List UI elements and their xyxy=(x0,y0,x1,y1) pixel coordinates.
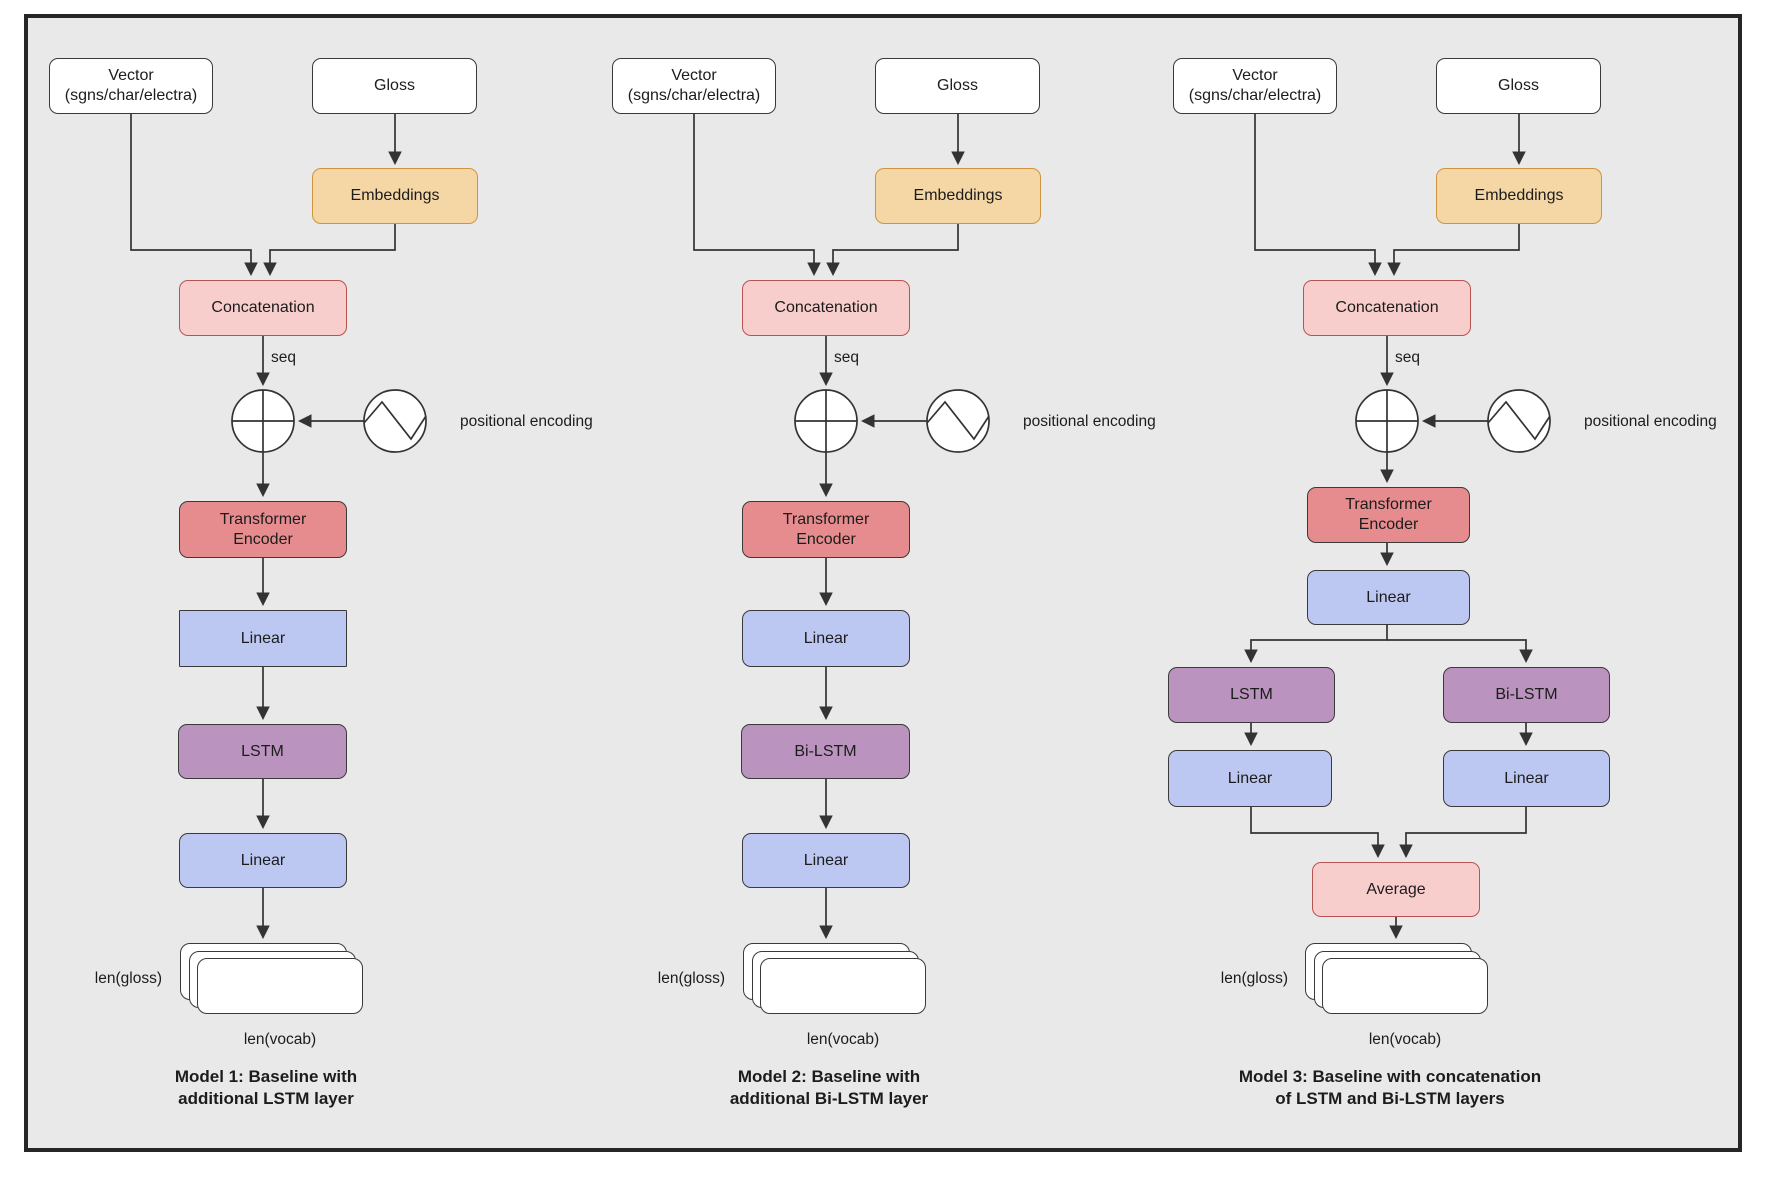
gloss-input-node: Gloss xyxy=(1436,58,1601,114)
embeddings-node: Embeddings xyxy=(1436,168,1602,224)
linear-label: Linear xyxy=(240,629,286,647)
gloss-label: Gloss xyxy=(1498,77,1539,94)
concatenation-label: Concatenation xyxy=(1335,299,1439,316)
len-gloss-label: len(gloss) xyxy=(657,970,725,987)
elbow-linear-left-to-average xyxy=(1250,807,1385,859)
transformer-encoder-node: Transformer Encoder xyxy=(179,501,347,558)
linear-node: Linear xyxy=(1168,750,1332,807)
embeddings-label: Embeddings xyxy=(1474,187,1564,204)
concatenation-label: Concatenation xyxy=(774,299,878,316)
vector-input-node: Vector (sgns/char/electra) xyxy=(612,58,776,114)
output-stack-front xyxy=(1322,958,1488,1014)
linear-node: Linear xyxy=(179,610,347,667)
linear-label: Linear xyxy=(240,851,286,869)
vector-input-node: Vector (sgns/char/electra) xyxy=(1173,58,1337,114)
bilstm-node: Bi-LSTM xyxy=(741,724,910,779)
output-stack-front xyxy=(197,958,363,1014)
vector-input-node: Vector (sgns/char/electra) xyxy=(49,58,213,114)
seq-label: seq xyxy=(834,349,859,366)
bilstm-label: Bi-LSTM xyxy=(1495,686,1558,703)
len-gloss-label: len(gloss) xyxy=(94,970,162,987)
average-label: Average xyxy=(1366,880,1426,898)
linear-label: Linear xyxy=(1227,769,1273,787)
concatenation-label: Concatenation xyxy=(211,299,315,316)
concatenation-node: Concatenation xyxy=(179,280,347,336)
model3-caption-line1: Model 3: Baseline with concatenation xyxy=(1238,1067,1542,1086)
seq-label: seq xyxy=(271,349,296,366)
positional-wave-zigzag xyxy=(1487,400,1551,441)
model2-caption-line1: Model 2: Baseline with xyxy=(737,1067,921,1086)
lstm-label: LSTM xyxy=(1230,686,1273,703)
lstm-node: LSTM xyxy=(178,724,347,779)
len-vocab-label: len(vocab) xyxy=(806,1031,880,1048)
linear-node: Linear xyxy=(1443,750,1610,807)
gloss-input-node: Gloss xyxy=(312,58,477,114)
bilstm-label: Bi-LSTM xyxy=(794,742,857,760)
transformer-label-line2: Encoder xyxy=(1358,516,1419,533)
lstm-node: LSTM xyxy=(1168,667,1335,723)
embeddings-label: Embeddings xyxy=(913,187,1003,204)
linear-node: Linear xyxy=(179,833,347,888)
vector-label-line2: (sgns/char/electra) xyxy=(1188,87,1322,104)
model3-caption-line2: of LSTM and Bi-LSTM layers xyxy=(1275,1089,1505,1109)
model1-caption: Model 1: Baseline with additional LSTM l… xyxy=(116,1066,416,1111)
model1-caption-line2: additional LSTM layer xyxy=(178,1089,354,1109)
vector-label-line2: (sgns/char/electra) xyxy=(64,87,198,104)
transformer-encoder-node: Transformer Encoder xyxy=(742,501,910,558)
positional-encoding-label: positional encoding xyxy=(460,413,593,430)
transformer-label-line1: Transformer xyxy=(1345,496,1432,513)
branch-linear-to-lstm xyxy=(1244,625,1388,664)
linear-label: Linear xyxy=(803,851,849,869)
vector-label-line1: Vector xyxy=(108,67,154,84)
gloss-input-node: Gloss xyxy=(875,58,1040,114)
gloss-label: Gloss xyxy=(374,77,415,94)
len-vocab-label: len(vocab) xyxy=(243,1031,317,1048)
lstm-label: LSTM xyxy=(241,742,284,760)
embeddings-node: Embeddings xyxy=(312,168,478,224)
transformer-label-line1: Transformer xyxy=(782,510,870,528)
positional-encoding-label: positional encoding xyxy=(1023,413,1156,430)
vector-label-line1: Vector xyxy=(1232,67,1278,84)
embeddings-node: Embeddings xyxy=(875,168,1041,224)
vector-label-line2: (sgns/char/electra) xyxy=(627,87,761,104)
positional-wave-icon xyxy=(1487,389,1551,453)
transformer-label-line1: Transformer xyxy=(219,510,307,528)
linear-node: Linear xyxy=(1307,570,1470,625)
branch-linear-to-bilstm xyxy=(1387,639,1533,664)
len-vocab-label: len(vocab) xyxy=(1368,1031,1442,1048)
elbow-linear-right-to-average xyxy=(1399,807,1527,859)
elbow-vector-to-concatenation xyxy=(1254,113,1382,277)
transformer-label-line2: Encoder xyxy=(233,530,293,548)
average-node: Average xyxy=(1312,862,1480,917)
embeddings-label: Embeddings xyxy=(350,187,440,204)
linear-label: Linear xyxy=(803,629,849,647)
model1-caption-line1: Model 1: Baseline with xyxy=(174,1067,358,1086)
model2-caption: Model 2: Baseline with additional Bi-LST… xyxy=(679,1066,979,1111)
linear-label: Linear xyxy=(1366,588,1411,606)
model3-caption: Model 3: Baseline with concatenation of … xyxy=(1190,1066,1590,1111)
gloss-label: Gloss xyxy=(937,77,978,94)
elbow-embeddings-to-concatenation xyxy=(1387,223,1520,277)
model2-caption-line2: additional Bi-LSTM layer xyxy=(729,1089,929,1109)
model3-connectors xyxy=(1244,113,1551,940)
positional-encoding-label: positional encoding xyxy=(1584,413,1717,430)
linear-node: Linear xyxy=(742,833,910,888)
vector-label-line1: Vector xyxy=(671,67,717,84)
concatenation-node: Concatenation xyxy=(742,280,910,336)
transformer-encoder-node: Transformer Encoder xyxy=(1307,487,1470,543)
linear-node: Linear xyxy=(742,610,910,667)
concatenation-node: Concatenation xyxy=(1303,280,1471,336)
len-gloss-label: len(gloss) xyxy=(1220,970,1288,987)
transformer-label-line2: Encoder xyxy=(796,530,856,548)
seq-label: seq xyxy=(1395,349,1420,366)
linear-label: Linear xyxy=(1504,769,1549,787)
bilstm-node: Bi-LSTM xyxy=(1443,667,1610,723)
output-stack-front xyxy=(760,958,926,1014)
